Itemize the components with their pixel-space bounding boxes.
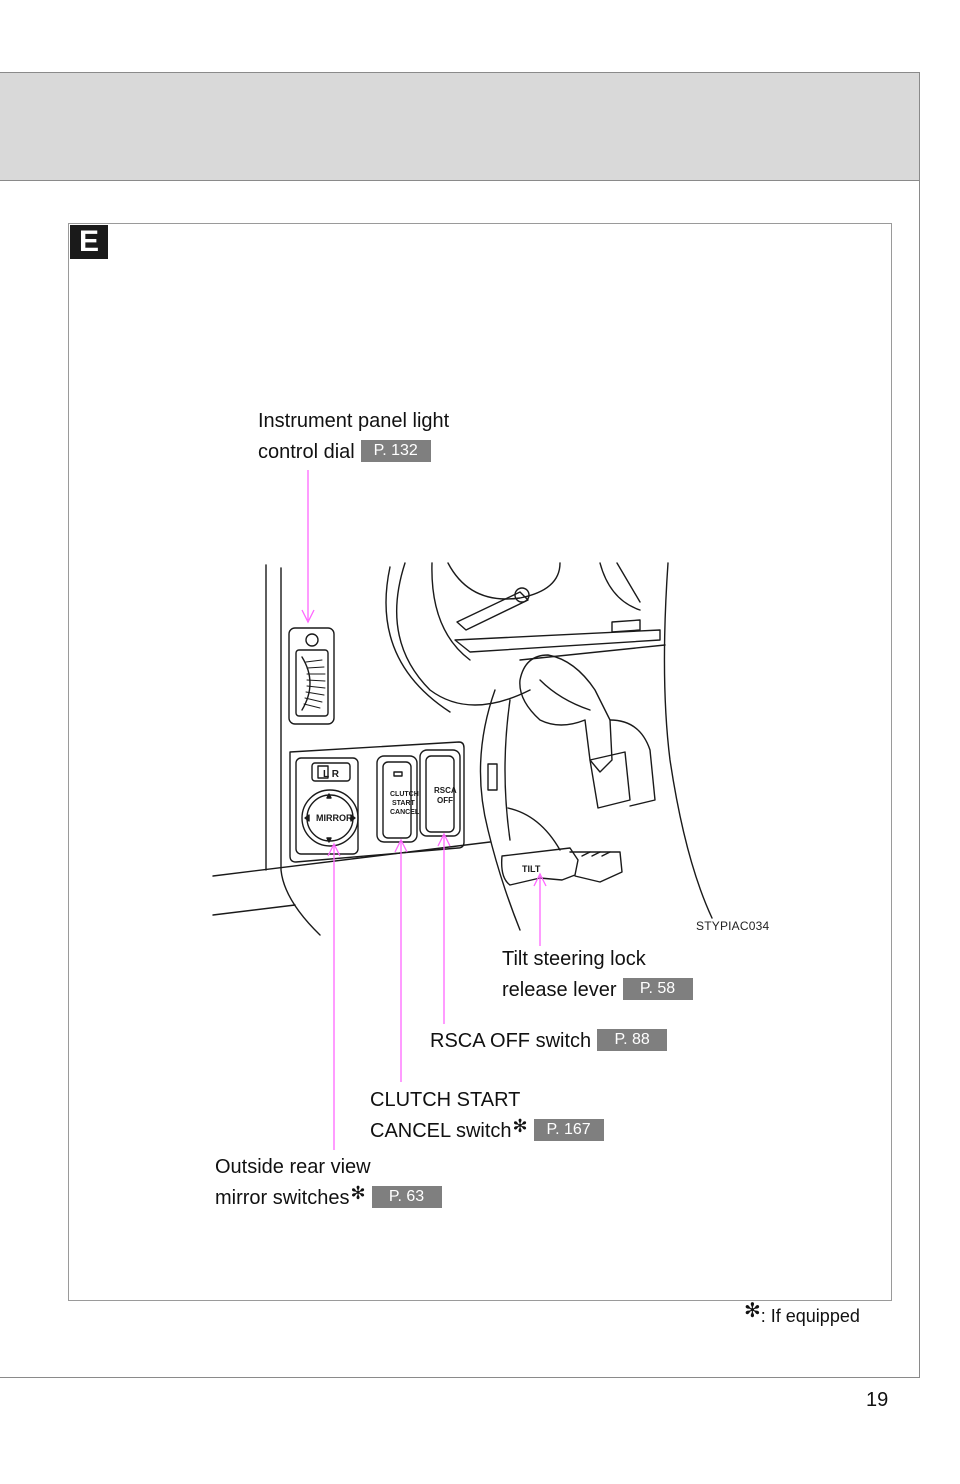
callout-clutch: CLUTCH START CANCEL switch✻P. 167 <box>370 1085 604 1147</box>
mirror-adjust-pad <box>301 789 359 847</box>
page-number: 19 <box>866 1389 889 1411</box>
column-slot <box>487 763 498 791</box>
dial-window <box>295 649 329 717</box>
callout-tilt-line2: release lever <box>502 979 617 1001</box>
panel-bottom-line-2 <box>212 904 296 916</box>
column-shroud <box>479 689 521 931</box>
clutch-label-2: START <box>392 800 416 807</box>
mirror-lr-label: L R <box>323 769 340 780</box>
callout-clutch-line1: CLUTCH START <box>370 1089 521 1111</box>
mirror-label: MIRROR <box>316 813 353 823</box>
gauge-shelf <box>454 629 661 653</box>
tilt-label: TILT <box>522 864 541 874</box>
dial-housing <box>288 627 335 725</box>
callout-rsca-line1: RSCA OFF switch <box>430 1030 592 1052</box>
page-bottom-rule <box>0 1377 920 1378</box>
callout-tilt-line1: Tilt steering lock <box>502 948 646 970</box>
callout-mirror-line1: Outside rear view <box>215 1156 371 1178</box>
tilt-lever <box>500 847 579 886</box>
callout-mirror-line2: mirror switches <box>215 1187 350 1209</box>
page-ref-rsca[interactable]: P. 88 <box>597 1028 668 1051</box>
switch-bezel <box>289 741 465 863</box>
callout-clutch-line2: CANCEL switch <box>370 1120 512 1142</box>
mirror-switch-housing <box>295 757 359 855</box>
illustration-code: STYPIAC034 <box>696 919 770 933</box>
footnote-if-equipped: ✻: If equipped <box>744 1300 860 1328</box>
section-badge: E <box>70 225 108 259</box>
dash-right-edge <box>663 562 713 919</box>
callout-mirror: Outside rear view mirror switches✻P. 63 <box>215 1152 442 1214</box>
mirror-lr-selector <box>311 762 351 782</box>
dial-wheel <box>301 656 311 711</box>
gauge-needle <box>456 591 529 631</box>
page-ref-clutch[interactable]: P. 167 <box>533 1118 604 1141</box>
panel-bottom-line <box>212 841 491 877</box>
equipped-star-icon: ✻ <box>350 1183 366 1203</box>
gauge-hood <box>396 562 531 706</box>
callout-panel-light-line2: control dial <box>258 441 355 463</box>
equipped-star-icon: ✻ <box>512 1116 528 1136</box>
clutch-switch-housing <box>376 755 418 843</box>
rsca-label-1: RSCA <box>434 786 457 795</box>
steering-stalk <box>519 654 613 773</box>
header-band <box>0 72 920 181</box>
page-ref-tilt[interactable]: P. 58 <box>622 977 693 1000</box>
clutch-label-1: CLUTCH <box>390 791 419 798</box>
dial-icon-circle <box>305 633 319 647</box>
panel-edge-left-inner <box>280 567 321 936</box>
page-ref-mirror[interactable]: P. 63 <box>371 1185 442 1208</box>
footnote-star-icon: ✻ <box>744 1300 761 1322</box>
gauge-ring <box>431 562 471 661</box>
rsca-label-2: OFF <box>437 796 453 805</box>
clutch-label-3: CANCEL <box>390 809 420 816</box>
page-ref-panel-light[interactable]: P. 132 <box>360 439 431 462</box>
rsca-switch-housing <box>419 749 461 837</box>
page-right-rule <box>919 72 920 1378</box>
footnote-text: : If equipped <box>760 1306 860 1326</box>
callout-panel-light-line1: Instrument panel light <box>258 410 450 432</box>
column-block <box>589 751 631 809</box>
